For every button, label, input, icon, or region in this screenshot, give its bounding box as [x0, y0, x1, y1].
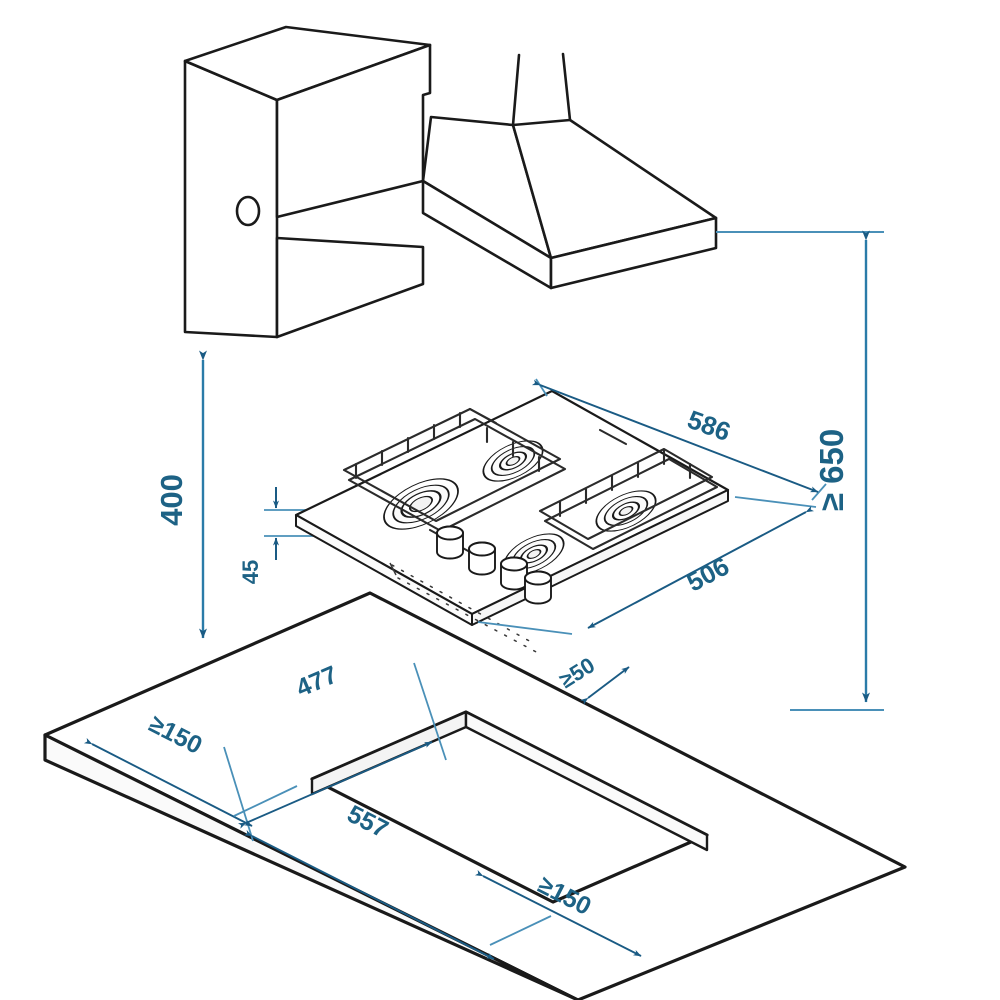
dimension-label-cabinet-to-hob: 400 — [154, 474, 189, 526]
dim-line-right-150 — [474, 869, 642, 957]
cabinet-front-face — [183, 59, 279, 339]
hood-chimney-left-edge — [511, 53, 521, 127]
ext-506-a — [734, 496, 817, 508]
wall-cabinet — [183, 25, 432, 339]
cabinet-lower-right-face — [275, 236, 425, 339]
dim-line-left-150 — [83, 737, 253, 827]
ext-586-b — [811, 483, 827, 501]
dimension-label-hob-rim: 45 — [238, 560, 263, 584]
dim-line-557 — [243, 829, 495, 960]
cabinet-knob-icon — [235, 195, 261, 227]
control-knob-2[interactable] — [468, 541, 496, 576]
cabinet-right-face — [275, 43, 432, 219]
hood-rim-right — [549, 216, 718, 290]
dimension-hob-depth — [477, 496, 817, 635]
dim-line-50 — [580, 666, 630, 705]
cooker-hood — [421, 52, 718, 290]
control-knob-4[interactable] — [524, 570, 552, 605]
dimension-left-clearance — [83, 737, 253, 827]
dimension-hob-width — [531, 378, 827, 501]
dim-line-477 — [237, 741, 433, 829]
dimension-hood-height — [716, 230, 884, 711]
control-knob-1[interactable] — [436, 525, 464, 560]
control-knob-3[interactable] — [500, 556, 528, 591]
dim-line-506 — [587, 505, 815, 629]
ext-477-b — [413, 662, 447, 761]
ext-557-a — [233, 785, 298, 817]
ext-506-b — [477, 621, 573, 635]
dimension-rear-clearance — [580, 666, 630, 705]
dimension-right-clearance — [474, 869, 642, 957]
hob-front-fascia-detail — [389, 562, 541, 655]
countertop-cutout-inner-wall-right — [464, 710, 709, 852]
dimension-label-hood-height: ≥ 650 — [813, 429, 850, 511]
hob-control-knobs[interactable] — [436, 525, 552, 605]
dim-line-586 — [531, 379, 819, 493]
hood-chimney-right-edge — [561, 52, 572, 122]
